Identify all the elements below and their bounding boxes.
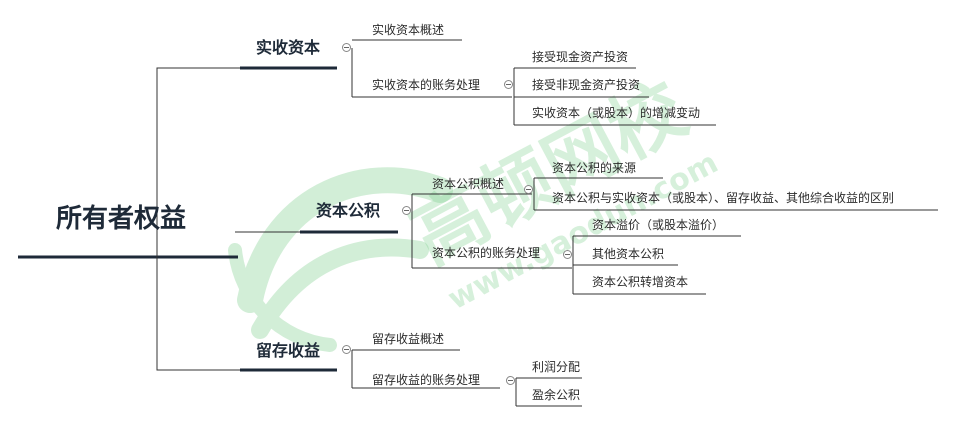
leaf-node[interactable]: 接受现金资产投资 <box>532 50 629 64</box>
branch-capital-reserve[interactable]: 资本公积 <box>316 201 381 220</box>
branch-retained-earnings[interactable]: 留存收益 <box>256 341 321 360</box>
node-paid-in-capital-overview[interactable]: 实收资本概述 <box>372 23 445 37</box>
node-retained-earnings-overview[interactable]: 留存收益概述 <box>372 332 445 346</box>
leaf-node[interactable]: 其他资本公积 <box>592 247 665 261</box>
collapse-toggle-icon[interactable] <box>524 185 533 194</box>
node-retained-earnings-accounting[interactable]: 留存收益的账务处理 <box>372 373 481 387</box>
collapse-toggle-icon[interactable] <box>563 250 572 259</box>
leaf-node[interactable]: 接受非现金资产投资 <box>532 78 641 92</box>
root-node[interactable]: 所有者权益 <box>56 204 187 234</box>
leaf-node[interactable]: 资本公积转增资本 <box>592 275 689 289</box>
leaf-node[interactable]: 资本公积的来源 <box>552 161 637 175</box>
branch-paid-in-capital[interactable]: 实收资本 <box>256 38 321 57</box>
leaf-node[interactable]: 利润分配 <box>532 360 581 374</box>
node-paid-in-capital-accounting[interactable]: 实收资本的账务处理 <box>372 78 481 92</box>
leaf-node[interactable]: 资本溢价（或股本溢价） <box>592 218 725 232</box>
collapse-toggle-icon[interactable] <box>402 206 411 215</box>
leaf-node[interactable]: 实收资本（或股本）的增减变动 <box>532 106 701 120</box>
leaf-node[interactable]: 盈余公积 <box>532 388 581 402</box>
collapse-toggle-icon[interactable] <box>342 345 351 354</box>
watermark-logo-icon <box>228 167 453 352</box>
collapse-toggle-icon[interactable] <box>506 376 515 385</box>
node-capital-reserve-overview[interactable]: 资本公积概述 <box>432 177 505 191</box>
collapse-toggle-icon[interactable] <box>504 80 513 89</box>
collapse-toggle-icon[interactable] <box>342 43 351 52</box>
node-capital-reserve-accounting[interactable]: 资本公积的账务处理 <box>432 246 541 260</box>
leaf-node[interactable]: 资本公积与实收资本（或股本）、留存收益、其他综合收益的区别 <box>552 191 895 205</box>
